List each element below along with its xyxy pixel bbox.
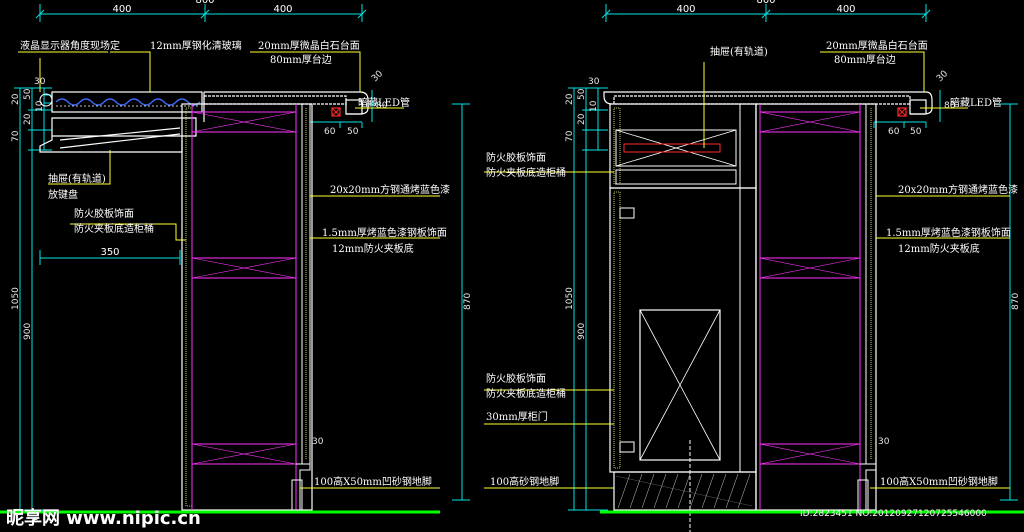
left-label-keyboard-tray: 抽屉(有轨道) bbox=[48, 172, 106, 185]
left-label-stone-edge: 80mm厚台边 bbox=[270, 53, 332, 66]
right-label-led: 暗藏LED管 bbox=[950, 96, 1002, 109]
right-label-plywood: 防火夹板底造柜桶 bbox=[486, 166, 566, 179]
left-label-lcd: 液晶显示器角度现场定 bbox=[20, 39, 120, 52]
right-dim-400-b: 400 bbox=[836, 4, 855, 15]
right-label-door: 30mm厚柜门 bbox=[486, 410, 548, 423]
right-led-marker bbox=[897, 107, 907, 117]
left-dim-800: 800 bbox=[195, 0, 214, 6]
right-dim-30-foot: 30 bbox=[878, 437, 890, 447]
left-dim-20b: 20 bbox=[23, 113, 33, 125]
right-dim-50b: 50 bbox=[910, 127, 922, 137]
right-dim-20: 20 bbox=[565, 93, 575, 105]
left-dim-60: 60 bbox=[324, 127, 336, 137]
right-dim-800: 800 bbox=[756, 0, 775, 6]
right-dim-50: 50 bbox=[577, 88, 587, 100]
left-dim-30-foot: 30 bbox=[312, 437, 324, 447]
right-section: 400 400 800 30 20 50 10 70 20 1050 900 bbox=[484, 0, 1024, 532]
left-label-steel-plate: 1.5mm厚烤蓝色漆钢板饰面 bbox=[322, 226, 447, 239]
right-cabinet-body bbox=[755, 103, 877, 511]
right-plinth-hatch bbox=[617, 473, 751, 509]
left-section: 400 400 800 30 20 50 10 70 20 1050 900 bbox=[0, 0, 473, 514]
right-leader-lines bbox=[484, 51, 1010, 489]
right-dim-60: 60 bbox=[888, 127, 900, 137]
left-dim-10: 10 bbox=[35, 100, 45, 112]
left-label-stone-top: 20mm厚微晶白石台面 bbox=[258, 39, 360, 52]
left-vertical-dimension-lines bbox=[14, 87, 52, 511]
left-leader-lines bbox=[18, 51, 440, 489]
right-dim-10: 10 bbox=[589, 100, 599, 112]
left-label-keyboard: 放键盘 bbox=[48, 188, 78, 201]
watermark-id: ID:2823451 NO:20120927120725546000 bbox=[800, 509, 987, 519]
left-dim-80: 80 bbox=[376, 101, 388, 111]
left-dim-20: 20 bbox=[11, 93, 21, 105]
left-right-vertical-dimension bbox=[309, 90, 470, 501]
left-dim-400-b: 400 bbox=[273, 4, 292, 15]
left-dim-900: 900 bbox=[23, 323, 33, 340]
left-keyboard-tray bbox=[39, 117, 197, 153]
left-label-fire-board: 防火胶板饰面 bbox=[74, 207, 134, 220]
left-dim-870: 870 bbox=[463, 293, 473, 310]
left-label-led: 暗藏LED管 bbox=[358, 96, 410, 109]
left-dim-1050: 1050 bbox=[11, 287, 21, 310]
left-dim-350-line bbox=[39, 250, 181, 265]
right-label-foot-left: 100高砂钢地脚 bbox=[490, 475, 559, 488]
right-label-plywood2: 防火夹板底造柜桶 bbox=[486, 387, 566, 400]
right-label-fire-base: 12mm防火夹板底 bbox=[898, 242, 980, 255]
right-dim-20b: 20 bbox=[577, 113, 587, 125]
right-label-steel-tube: 20x20mm方钢通烤蓝色漆 bbox=[898, 183, 1018, 196]
right-label-stone-top: 20mm厚微晶白石台面 bbox=[826, 39, 928, 52]
right-dim-1050: 1050 bbox=[565, 287, 575, 310]
left-dim-50: 50 bbox=[23, 88, 33, 100]
left-label-steel-tube: 20x20mm方钢通烤蓝色漆 bbox=[330, 183, 450, 196]
right-right-vertical-dimension bbox=[873, 90, 1018, 501]
right-dim-30: 30 bbox=[588, 77, 600, 87]
left-dim-50b: 50 bbox=[347, 127, 359, 137]
left-dim-400-a: 400 bbox=[112, 4, 131, 15]
right-dim-900: 900 bbox=[577, 323, 587, 340]
left-label-glass: 12mm厚钢化清玻璃 bbox=[150, 39, 242, 52]
right-top-dimension-line bbox=[601, 4, 931, 22]
watermark-logo: 昵享网 www.nipic.cn bbox=[6, 507, 201, 529]
right-label-fire-board2: 防火胶板饰面 bbox=[486, 372, 546, 385]
right-label-foot-right: 100高X50mm凹砂钢地脚 bbox=[880, 475, 998, 488]
right-dim-80: 80 bbox=[944, 101, 956, 111]
right-label-fire-board: 防火胶板饰面 bbox=[486, 151, 546, 164]
left-dim-350: 350 bbox=[100, 247, 119, 258]
right-dim-870: 870 bbox=[1011, 293, 1021, 310]
left-top-dimension-line bbox=[35, 4, 367, 22]
left-led-marker bbox=[331, 107, 341, 117]
right-dim-70: 70 bbox=[565, 130, 575, 142]
left-label-plywood: 防火夹板底造柜桶 bbox=[74, 222, 154, 235]
left-label-foot: 100高X50mm凹砂钢地脚 bbox=[314, 475, 432, 488]
left-glass-panel bbox=[39, 91, 203, 113]
left-label-fire-base: 12mm防火夹板底 bbox=[332, 242, 414, 255]
left-dim-70: 70 bbox=[11, 130, 21, 142]
right-label-steel-plate: 1.5mm厚烤蓝色漆钢板饰面 bbox=[886, 226, 1011, 239]
watermark: 昵享网 www.nipic.cn ID:2823451 NO:201209271… bbox=[6, 507, 987, 529]
right-label-drawer: 抽屉(有轨道) bbox=[710, 45, 768, 58]
left-cabinet-body bbox=[181, 103, 313, 511]
right-dim-400-a: 400 bbox=[676, 4, 695, 15]
right-vertical-dimension-lines bbox=[568, 87, 608, 511]
right-label-stone-edge: 80mm厚台边 bbox=[834, 53, 896, 66]
